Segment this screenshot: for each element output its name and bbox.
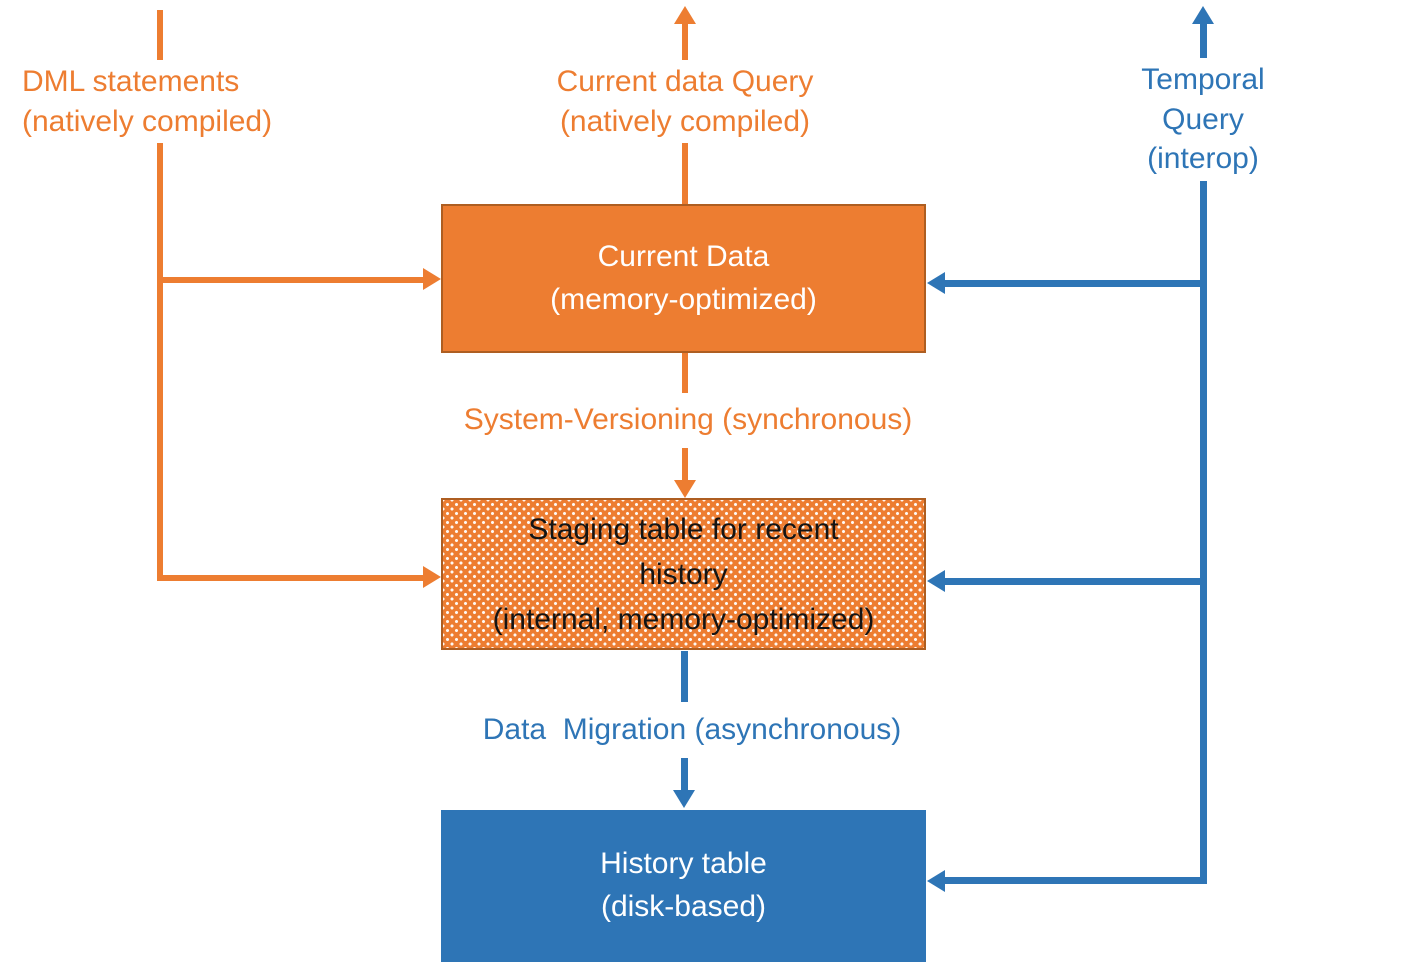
- system-versioning-line-upper: [682, 353, 688, 393]
- dml-to-current-data-arrowhead-icon: [423, 268, 441, 290]
- staging-table-box: Staging table for recent history (intern…: [441, 498, 926, 650]
- temporal-query-vertical-line: [1200, 22, 1207, 883]
- data-migration-down-arrowhead-icon: [673, 790, 695, 808]
- temporal-query-label: Temporal Query (interop): [1094, 58, 1312, 181]
- history-table-box: History table (disk-based): [441, 810, 926, 962]
- data-migration-label: Data Migration (asynchronous): [474, 708, 910, 752]
- current-data-query-label: Current data Query (natively compiled): [548, 60, 822, 144]
- system-versioning-line-lower: [682, 448, 688, 482]
- temporal-to-staging-arrow-shaft: [945, 578, 1203, 585]
- temporal-query-up-arrowhead-icon: [1192, 6, 1214, 24]
- temporal-to-current-data-arrowhead-icon: [927, 272, 945, 294]
- dml-to-staging-arrowhead-icon: [423, 566, 441, 588]
- temporal-to-staging-arrowhead-icon: [927, 570, 945, 592]
- temporal-to-current-data-arrow-shaft: [945, 280, 1203, 287]
- dml-to-staging-arrow-shaft: [157, 575, 423, 581]
- system-versioning-down-arrowhead-icon: [674, 480, 696, 498]
- dml-flow-vertical-line: [157, 10, 163, 581]
- data-migration-line-upper: [681, 651, 688, 702]
- dml-to-current-data-arrow-shaft: [157, 277, 423, 283]
- temporal-to-history-arrow-shaft: [945, 877, 1207, 884]
- current-data-query-up-arrowhead-icon: [674, 6, 696, 24]
- current-data-box: Current Data (memory-optimized): [441, 204, 926, 353]
- data-migration-line-lower: [681, 758, 688, 792]
- temporal-to-history-arrowhead-icon: [927, 870, 945, 892]
- system-versioning-label: System-Versioning (synchronous): [455, 398, 921, 442]
- dml-statements-label: DML statements (natively compiled): [14, 60, 281, 144]
